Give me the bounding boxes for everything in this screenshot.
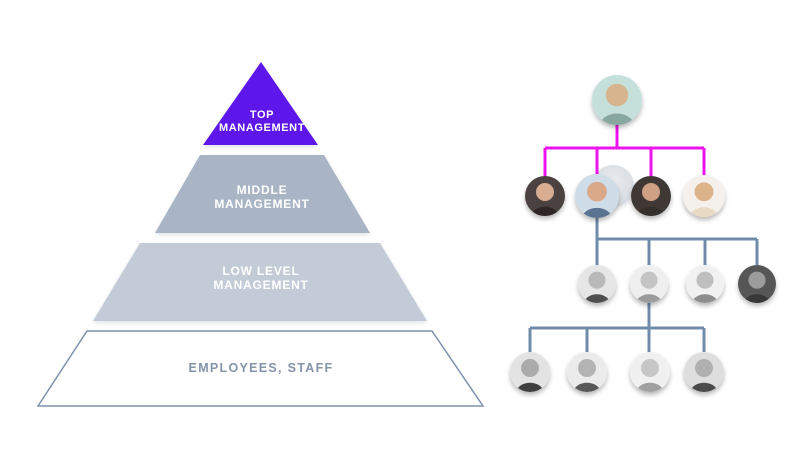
connector-middle-to-low xyxy=(595,215,759,265)
person-photo-icon xyxy=(567,352,607,392)
person-photo-icon xyxy=(575,174,619,218)
connector-low-to-staff xyxy=(528,302,706,352)
avatar-middle-manager-3-photo xyxy=(631,176,671,216)
pyramid-label-top-management: TOP MANAGEMENT xyxy=(218,109,306,134)
avatar-low-manager-4-photo xyxy=(738,265,776,303)
avatar-low-manager-3-photo xyxy=(686,265,724,303)
avatar-employee-1-photo xyxy=(510,352,550,392)
person-photo-icon xyxy=(630,352,670,392)
pyramid-level-low xyxy=(93,243,427,321)
person-photo-icon xyxy=(525,176,565,216)
avatar-employee-2-photo xyxy=(567,352,607,392)
person-photo-icon xyxy=(683,175,725,217)
person-photo-icon xyxy=(578,265,616,303)
avatar-low-manager-1-photo xyxy=(578,265,616,303)
person-photo-icon xyxy=(686,265,724,303)
person-photo-icon xyxy=(684,352,724,392)
avatar-middle-manager-4-photo xyxy=(683,175,725,217)
avatar-middle-manager-1-photo xyxy=(525,176,565,216)
avatar-middle-manager-2-photo xyxy=(575,174,619,218)
person-photo-icon xyxy=(630,265,668,303)
person-photo-icon xyxy=(510,352,550,392)
avatar-employee-4-photo xyxy=(684,352,724,392)
person-photo-icon xyxy=(738,265,776,303)
avatar-employee-3-photo xyxy=(630,352,670,392)
pyramid-label-middle-management: MIDDLE MANAGEMENT xyxy=(214,183,310,211)
person-photo-icon xyxy=(592,75,642,125)
avatar-top-manager-photo xyxy=(592,75,642,125)
avatar-low-manager-2-photo xyxy=(630,265,668,303)
person-photo-icon xyxy=(631,176,671,216)
pyramid-level-staff xyxy=(36,330,485,407)
pyramid-level-middle xyxy=(155,155,370,233)
connector-top-to-middle xyxy=(543,125,706,177)
pyramid-label-low-level-management: LOW LEVEL MANAGEMENT xyxy=(213,264,309,292)
pyramid-label-employees-staff: EMPLOYEES, STAFF xyxy=(188,361,334,375)
pyramid-level-top xyxy=(203,62,318,145)
